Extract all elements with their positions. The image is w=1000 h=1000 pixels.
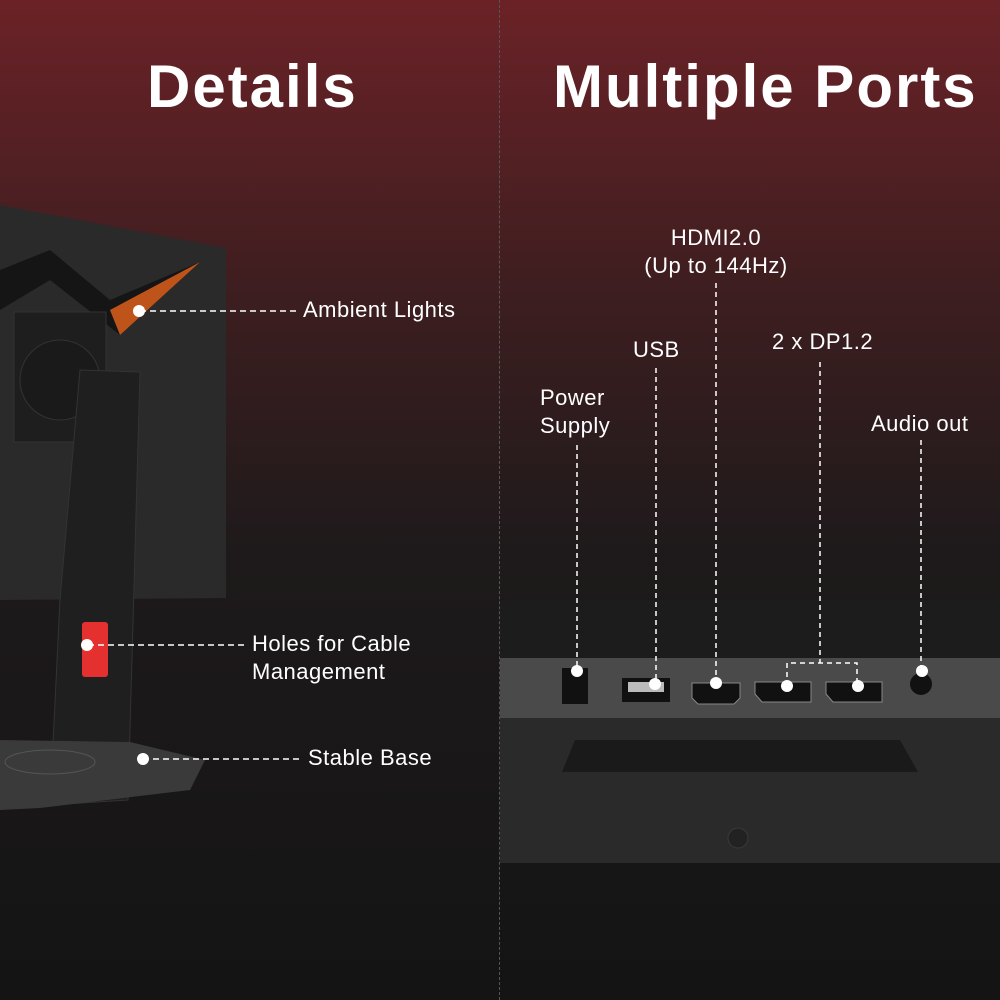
port-panel-illustration bbox=[500, 283, 1000, 863]
hdmi-line1: HDMI2.0 bbox=[670, 225, 762, 250]
callout-dot bbox=[916, 665, 928, 677]
power-line1: Power bbox=[540, 385, 605, 410]
callout-dot bbox=[133, 305, 145, 317]
dp-port-2 bbox=[825, 681, 883, 703]
callout-dot bbox=[571, 665, 583, 677]
monitor-rear-illustration bbox=[0, 205, 302, 810]
callout-dot bbox=[781, 680, 793, 692]
power-supply-label: Power Supply bbox=[540, 384, 610, 440]
hdmi-label: HDMI2.0 (Up to 144Hz) bbox=[641, 224, 791, 280]
ports-title: Multiple Ports bbox=[553, 53, 978, 120]
dp-label: 2 x DP1.2 bbox=[772, 329, 874, 354]
cable-holes-label: Holes for Cable Management bbox=[252, 630, 411, 686]
usb-label: USB bbox=[633, 337, 680, 362]
dp-port-1 bbox=[754, 681, 812, 703]
power-line2: Supply bbox=[540, 413, 611, 438]
callout-dot bbox=[649, 678, 661, 690]
cable-holes-line1: Holes for Cable bbox=[252, 631, 412, 656]
details-title: Details bbox=[147, 53, 358, 120]
hdmi-port bbox=[691, 682, 741, 705]
ambient-light-strip bbox=[110, 262, 200, 335]
stable-base-label: Stable Base bbox=[308, 745, 433, 770]
ambient-lights-label: Ambient Lights bbox=[303, 297, 456, 322]
hdmi-line2: (Up to 144Hz) bbox=[644, 253, 788, 278]
callout-dot bbox=[852, 680, 864, 692]
panel-divider bbox=[499, 0, 500, 1000]
details-panel: Details Ambient Lights Holes for Cable M… bbox=[0, 0, 500, 1000]
callout-dot bbox=[710, 677, 722, 689]
callout-dot bbox=[137, 753, 149, 765]
cable-holes-line2: Management bbox=[252, 659, 386, 684]
ports-panel: Multiple Ports Power Supply USB HDMI2.0 … bbox=[500, 0, 1000, 1000]
audio-out-label: Audio out bbox=[871, 411, 969, 436]
cable-hole bbox=[82, 622, 108, 677]
callout-dot bbox=[81, 639, 93, 651]
audio-port bbox=[910, 673, 932, 695]
